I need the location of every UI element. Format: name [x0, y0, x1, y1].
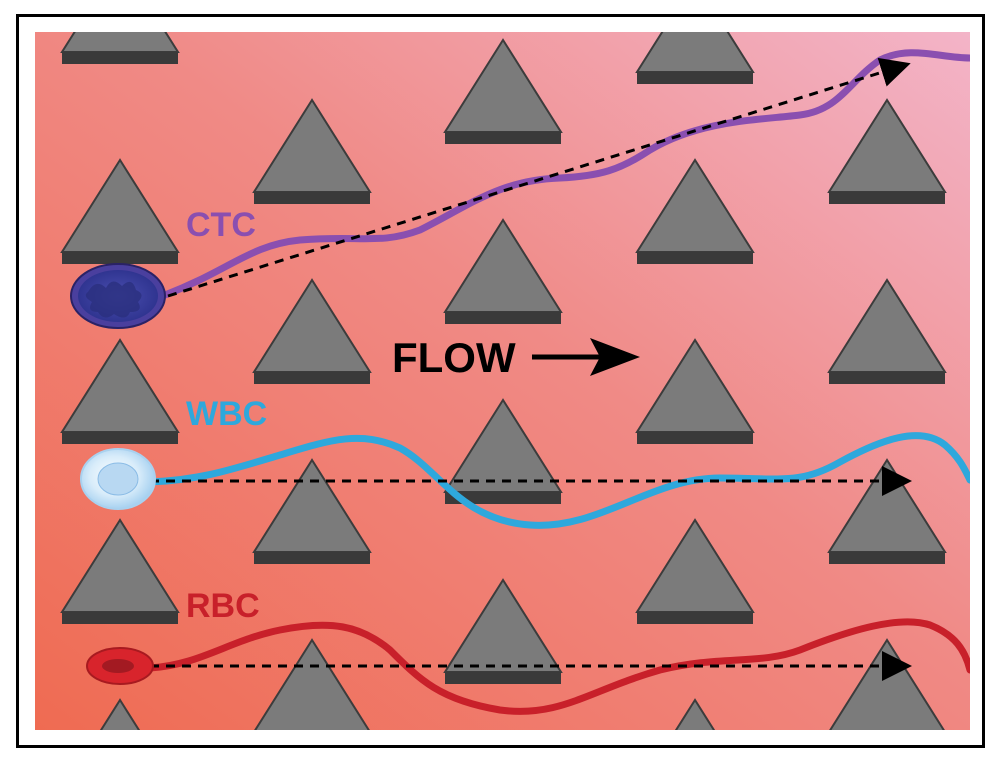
ctc-label: CTC — [186, 206, 256, 244]
triangular-post-icon — [99, 698, 141, 730]
ctc-cell-icon — [70, 263, 166, 329]
triangular-post-icon — [635, 158, 755, 264]
triangular-post-icon — [443, 578, 563, 684]
triangular-post-icon — [254, 638, 370, 730]
triangular-post-icon — [252, 278, 372, 384]
rbc-cell-icon — [86, 647, 154, 685]
flow-label: FLOW — [392, 334, 516, 381]
triangular-post-icon — [252, 458, 372, 564]
diagram-svg: CTC WBC RBC FLOW — [35, 32, 970, 730]
wbc-label: WBC — [186, 395, 267, 433]
triangular-post-icon — [827, 458, 947, 564]
triangular-post-icon — [635, 338, 755, 444]
triangular-post-icon — [252, 98, 372, 204]
dld-diagram: CTC WBC RBC FLOW — [35, 32, 970, 730]
right-arrow-icon — [532, 338, 640, 376]
ctc-dashed-arrow — [167, 57, 911, 298]
triangular-post-icon — [60, 338, 180, 444]
triangular-post-icon — [443, 38, 563, 144]
triangular-post-icon — [443, 218, 563, 324]
triangular-post-icon — [60, 158, 180, 264]
triangular-post-icon — [827, 98, 947, 204]
wbc-trajectory — [146, 432, 970, 529]
post-array — [60, 32, 947, 730]
rbc-trajectory — [146, 618, 970, 715]
wbc-cell-icon — [80, 448, 156, 510]
triangular-post-icon — [60, 32, 180, 64]
triangular-post-icon — [635, 32, 755, 84]
triangular-post-icon — [827, 278, 947, 384]
triangular-post-icon — [60, 518, 180, 624]
rbc-label: RBC — [186, 587, 260, 625]
triangular-post-icon — [674, 698, 716, 730]
triangular-post-icon — [829, 638, 945, 730]
triangular-post-icon — [635, 518, 755, 624]
triangular-post-icon — [443, 398, 563, 504]
